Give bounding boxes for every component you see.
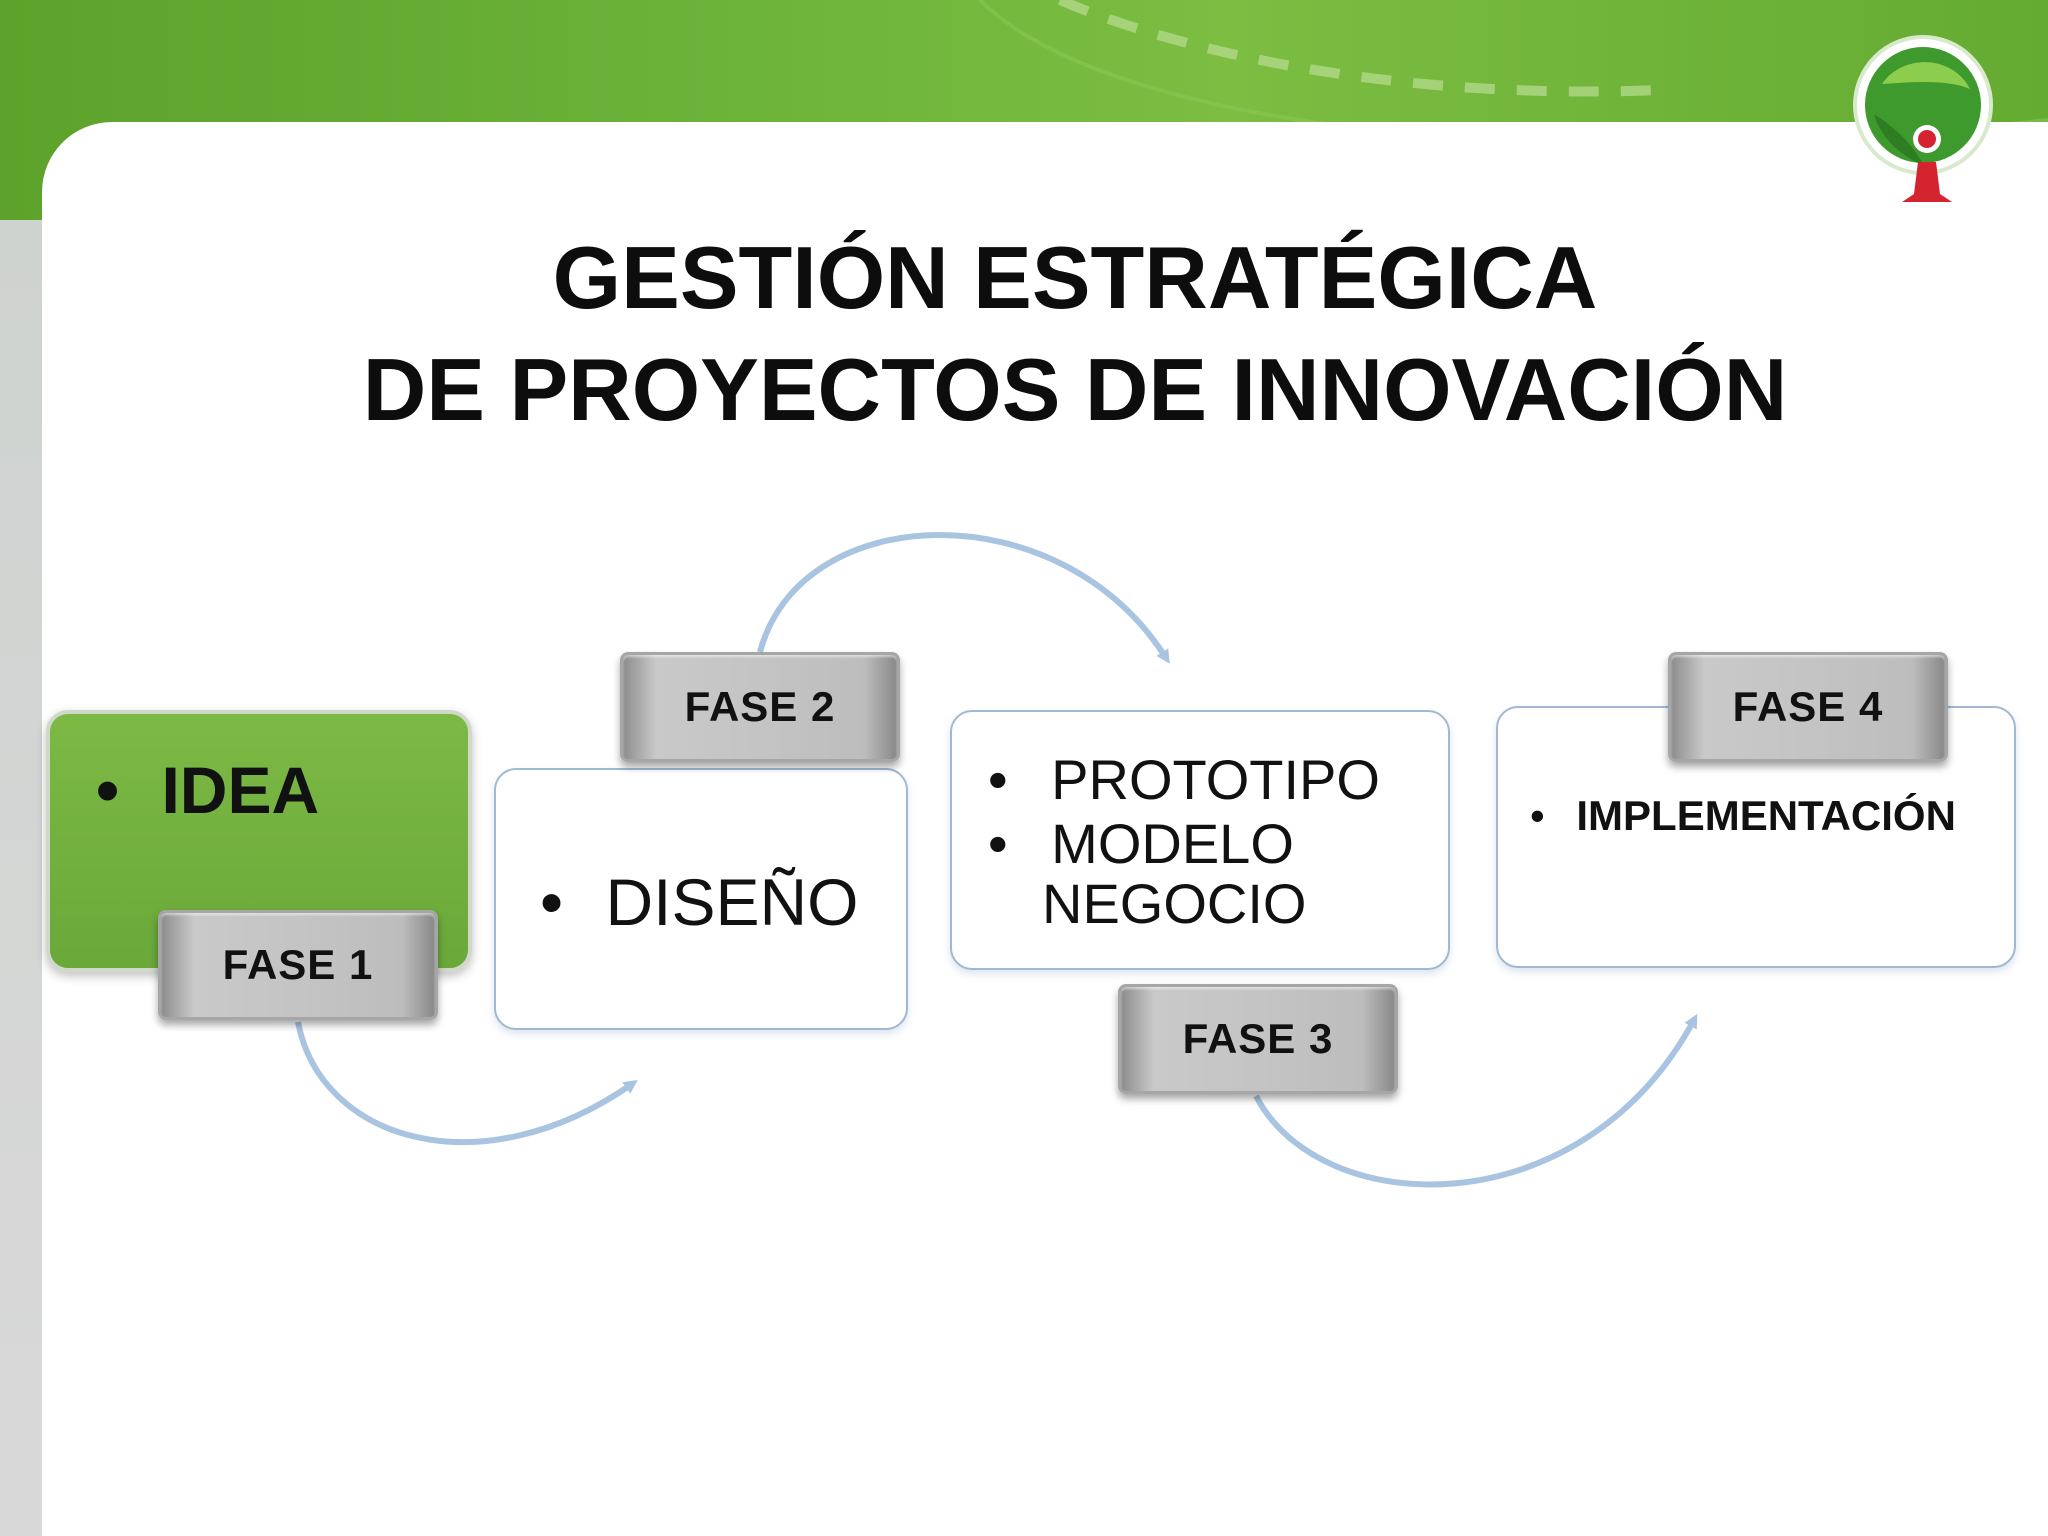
arrow-fase3-to-fase4 [1253,1013,1698,1188]
phase-3-bullet-1: • PROTOTIPO [988,748,1380,812]
phase-1-bullet: • IDEA [96,752,319,828]
bullet-icon: • [988,812,1008,875]
phase-3-item-3: NEGOCIO [1042,872,1307,935]
title-line-2: DE PROYECTOS DE INNOVACIÓN [362,340,1788,439]
bullet-icon: • [96,753,120,827]
phase-3-item-3-line: NEGOCIO [1042,874,1306,934]
phase-1-item-1: IDEA [161,753,320,827]
phase-2-tab: FASE 2 [620,652,900,762]
phase-4-item-1: IMPLEMENTACIÓN [1576,792,1956,839]
title-line-1: GESTIÓN ESTRATÉGICA [552,228,1598,327]
phase-3-item-1: PROTOTIPO [1051,748,1380,811]
tree-logo-icon [1853,35,1993,202]
phase-3-bullet-2: • MODELO [988,814,1294,874]
arrow-fase2-to-fase3 [757,532,1170,664]
phase-4-bullet: • IMPLEMENTACIÓN [1530,792,1956,840]
phase-1-tab: FASE 1 [158,910,438,1020]
phase-2-box [494,768,908,1030]
phase-2-bullet: • DISEÑO [540,864,859,940]
slide-title: GESTIÓN ESTRATÉGICA DE PROYECTOS DE INNO… [200,222,1950,446]
bullet-icon: • [540,865,564,939]
phase-2-item-1: DISEÑO [605,865,859,939]
phase-3-box [950,710,1450,970]
phase-3-tab: FASE 3 [1118,984,1398,1094]
arrow-fase1-to-fase2 [295,1021,638,1145]
bullet-icon: • [988,748,1008,811]
phase-4-tab: FASE 4 [1668,652,1948,762]
bullet-icon: • [1530,792,1545,839]
phase-3-item-2: MODELO [1051,812,1294,875]
